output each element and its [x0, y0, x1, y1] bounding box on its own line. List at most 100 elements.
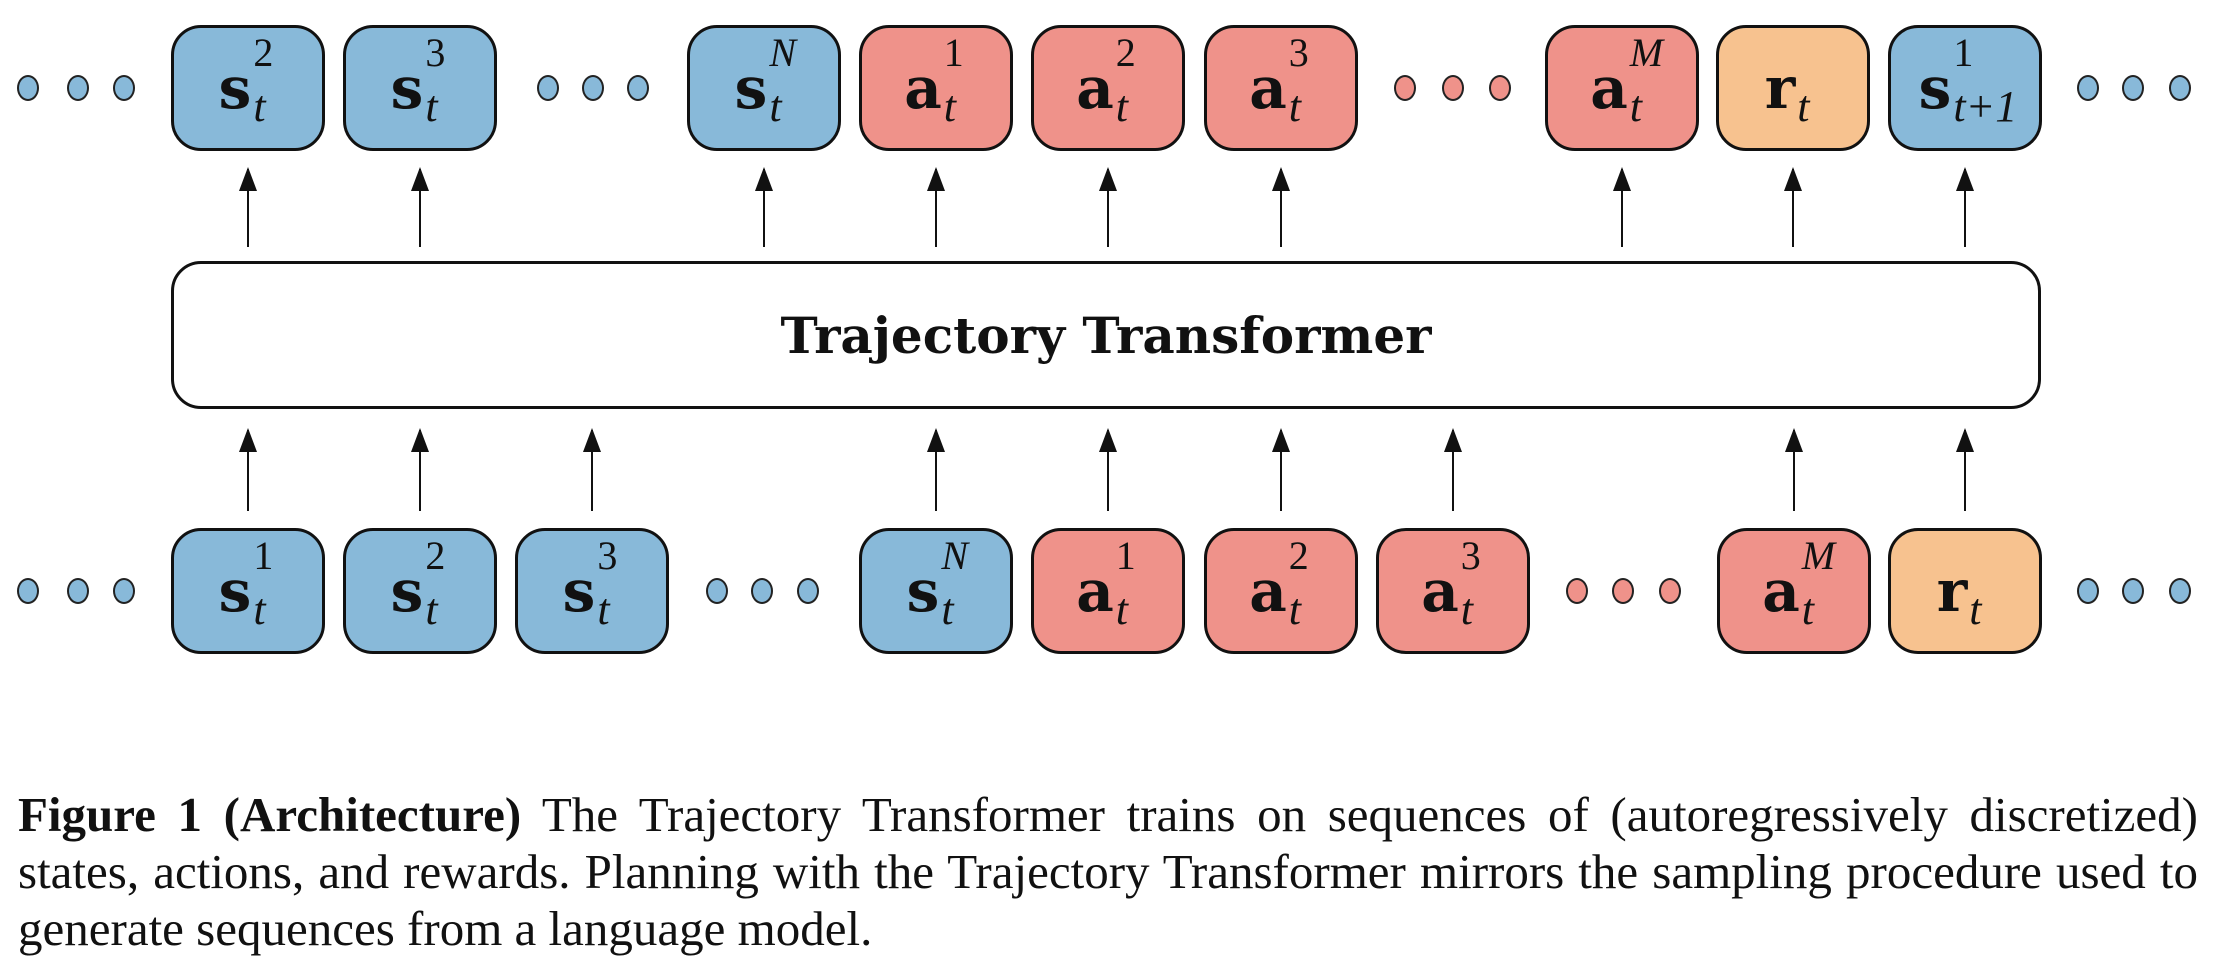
token-superscript: 1: [1115, 533, 1136, 578]
token-superscript: 2: [1115, 30, 1136, 75]
input-ellipsis-dot: [797, 578, 819, 604]
input-ellipsis-dot: [17, 578, 39, 604]
output-arrow-up-icon: [1613, 167, 1631, 247]
input-arrow-up-icon: [239, 428, 257, 511]
token-subscript: t+1: [1953, 82, 2018, 131]
token-subscript: t: [1460, 585, 1474, 634]
output-arrow-up-icon: [1099, 167, 1117, 247]
token-subscript: t: [1629, 82, 1643, 131]
output-ellipsis-dot: [113, 75, 135, 101]
token-subscript: t: [253, 585, 266, 634]
token-superscript: N: [941, 533, 969, 578]
input-arrow-up-icon: [1272, 428, 1290, 511]
input-ellipsis-dot: [1566, 578, 1588, 604]
token-subscript: t: [769, 82, 782, 131]
token-superscript: 2: [253, 30, 274, 75]
input-ellipsis-dot: [1612, 578, 1634, 604]
token-subscript: t: [425, 82, 438, 131]
token-subscript: t: [943, 82, 957, 131]
input-ellipsis-dot: [2122, 578, 2144, 604]
token-superscript: N: [769, 30, 797, 75]
input-arrow-up-icon: [583, 428, 601, 511]
input-arrow-up-icon: [411, 428, 429, 511]
input-ellipsis-dot: [67, 578, 89, 604]
input-arrow-up-icon: [1444, 428, 1462, 511]
input-ellipsis-dot: [751, 578, 773, 604]
token-subscript: t: [1288, 585, 1302, 634]
token-subscript: t: [425, 585, 438, 634]
token-superscript: 3: [1288, 30, 1309, 75]
token-subscript: t: [1115, 82, 1129, 131]
input-ellipsis-dot: [113, 578, 135, 604]
caption-text: The Trajectory Transformer trains on seq…: [18, 787, 2198, 956]
output-ellipsis-dot: [1489, 75, 1511, 101]
token-subscript: t: [1801, 585, 1815, 634]
input-ellipsis-dot: [2077, 578, 2099, 604]
token-subscript: t: [941, 585, 954, 634]
trajectory-transformer-block: Trajectory Transformer: [171, 261, 2041, 409]
output-arrow-up-icon: [411, 167, 429, 247]
input-ellipsis-dot: [706, 578, 728, 604]
token-superscript: M: [1629, 30, 1664, 75]
input-ellipsis-dot: [1659, 578, 1681, 604]
token-superscript: 1: [1953, 30, 1974, 75]
token-subscript: t: [1115, 585, 1129, 634]
token-superscript: 1: [253, 533, 274, 578]
output-ellipsis-dot: [2077, 75, 2099, 101]
token-subscript: t: [253, 82, 266, 131]
token-superscript: 3: [425, 30, 446, 75]
output-arrow-up-icon: [927, 167, 945, 247]
model-label: Trajectory Transformer: [780, 305, 1432, 365]
output-arrow-up-icon: [1272, 167, 1290, 247]
token-superscript: M: [1801, 533, 1836, 578]
output-arrow-up-icon: [755, 167, 773, 247]
output-ellipsis-dot: [17, 75, 39, 101]
token-subscript: t: [1969, 585, 1982, 634]
output-ellipsis-dot: [1442, 75, 1464, 101]
output-ellipsis-dot: [537, 75, 559, 101]
input-arrow-up-icon: [1099, 428, 1117, 511]
token-superscript: 2: [425, 533, 446, 578]
output-ellipsis-dot: [67, 75, 89, 101]
output-ellipsis-dot: [582, 75, 604, 101]
token-superscript: 3: [597, 533, 618, 578]
input-arrow-up-icon: [927, 428, 945, 511]
token-subscript: t: [1288, 82, 1302, 131]
token-subscript: t: [1797, 82, 1810, 131]
